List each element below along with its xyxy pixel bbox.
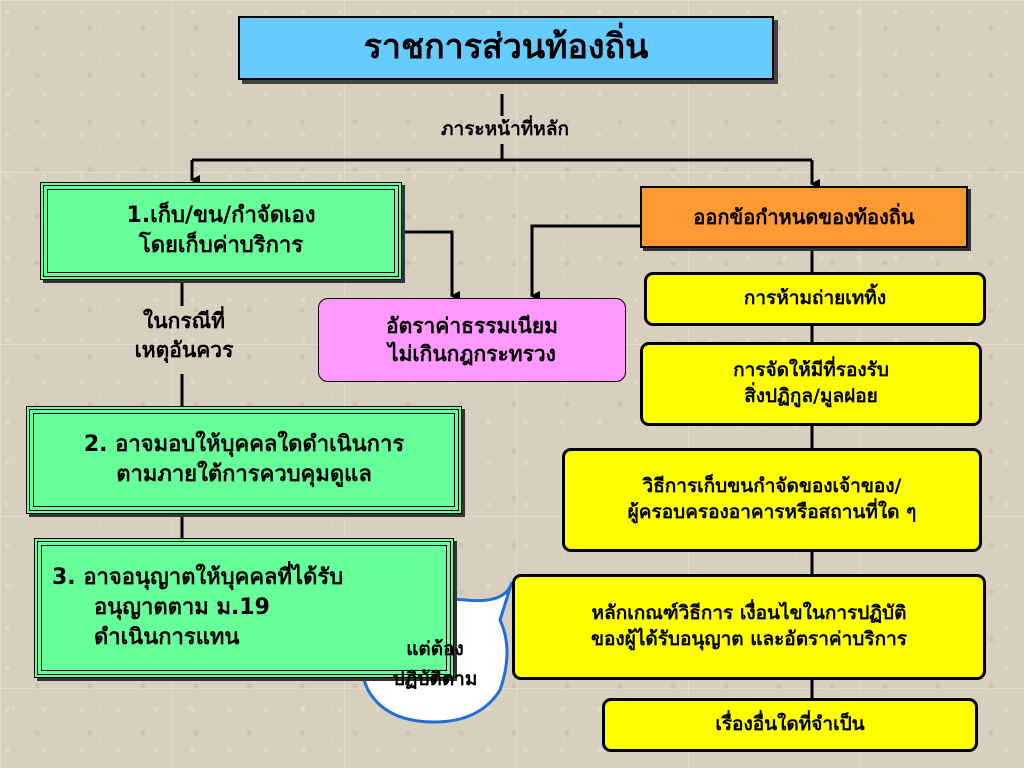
option-2-line-2: ตามภายใต้การควบคุมดูแล xyxy=(116,462,372,487)
option-2-line-1: 2. อาจมอบให้บุคคลใดดำเนินการ xyxy=(83,432,405,458)
regulation-item-5-line-1: เรื่องอื่นใดที่จำเป็น xyxy=(715,713,865,736)
regulation-item-5: เรื่องอื่นใดที่จำเป็น xyxy=(602,698,978,752)
local-regulation-header: ออกข้อกำหนดของท้องถิ่น xyxy=(640,186,968,248)
regulation-item-4: หลักเกณฑ์วิธีการ เงื่อนไขในการปฏิบัติ ขอ… xyxy=(512,574,986,680)
regulation-item-4-line-2: ของผู้ได้รับอนุญาต และอัตราค่าบริการ xyxy=(591,628,907,650)
callout-line-2: ปฏิบัติตาม xyxy=(392,668,478,690)
title-box: ราชการส่วนท้องถิ่น xyxy=(238,16,774,80)
option-3-line-3: ดำเนินการแทน xyxy=(94,624,240,650)
fee-line-1: อัตราค่าธรรมเนียม xyxy=(385,313,559,338)
fee-line-2: ไม่เกินกฎกระทรวง xyxy=(388,342,556,366)
callout-bubble: แต่ต้อง ปฏิบัติตาม xyxy=(372,616,498,712)
option-3-line-1: 3. อาจอนุญาตให้บุคคลที่ได้รับ xyxy=(52,565,344,591)
main-duty-label: ภาระหน้าที่หลัก xyxy=(441,118,569,140)
option-3-box: 3. อาจอนุญาตให้บุคคลที่ได้รับ อนุญาตตาม … xyxy=(34,538,454,678)
option-3-line-2: อนุญาตตาม ม.19 xyxy=(94,595,270,621)
condition-line-2: เหตุอันควร xyxy=(134,337,234,363)
regulation-item-2-line-2: สิ่งปฏิกูล/มูลฝอย xyxy=(744,385,878,407)
regulation-item-1: การห้ามถ่ายเททิ้ง xyxy=(644,272,986,326)
regulation-item-3-line-1: วิธีการเก็บขนกำจัดของเจ้าของ/ xyxy=(642,475,902,498)
option-2-box: 2. อาจมอบให้บุคคลใดดำเนินการ ตามภายใต้กา… xyxy=(26,406,462,514)
option-1-line-1: 1.เก็บ/ขน/กำจัดเอง xyxy=(126,203,316,229)
callout-line-1: แต่ต้อง xyxy=(406,637,464,660)
page-title: ราชการส่วนท้องถิ่น xyxy=(363,27,649,68)
condition-line-1: ในกรณีที่ xyxy=(143,308,225,333)
regulation-item-1-line-1: การห้ามถ่ายเททิ้ง xyxy=(743,287,887,310)
regulation-item-2-line-1: การจัดให้มีที่รองรับ xyxy=(733,359,889,382)
regulation-item-2: การจัดให้มีที่รองรับ สิ่งปฏิกูล/มูลฝอย xyxy=(640,342,982,426)
arrow-orange-to-fee xyxy=(530,224,640,301)
regulation-item-4-line-1: หลักเกณฑ์วิธีการ เงื่อนไขในการปฏิบัติ xyxy=(591,602,907,625)
regulation-item-3-line-2: ผู้ครอบครองอาคารหรือสถานที่ใด ๆ xyxy=(627,501,917,523)
option-1-line-2: โดยเก็บค่าบริการ xyxy=(138,233,304,258)
condition-label: ในกรณีที่ เหตุอันควร xyxy=(96,306,272,365)
local-regulation-label: ออกข้อกำหนดของท้องถิ่น xyxy=(693,204,915,229)
regulation-item-3: วิธีการเก็บขนกำจัดของเจ้าของ/ ผู้ครอบครอ… xyxy=(562,448,982,552)
fee-box: อัตราค่าธรรมเนียม ไม่เกินกฎกระทรวง xyxy=(318,298,626,382)
arrow-box1-to-fee xyxy=(402,230,460,301)
option-1-box: 1.เก็บ/ขน/กำจัดเอง โดยเก็บค่าบริการ xyxy=(40,182,402,280)
